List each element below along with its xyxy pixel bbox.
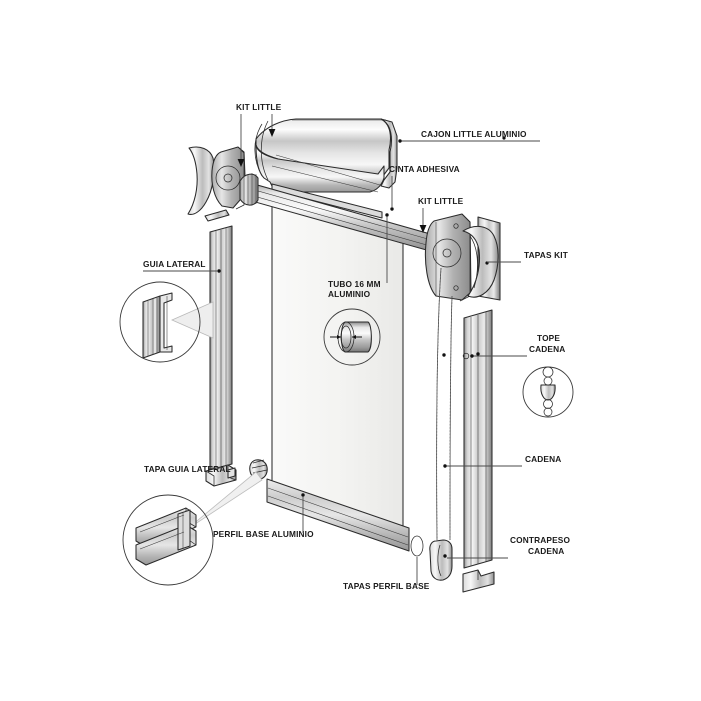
kit-little-right (424, 213, 472, 302)
tapas-kit (462, 216, 501, 301)
guia-lateral-text: GUIA LATERAL (143, 259, 206, 269)
label-cajon-little-aluminio: CAJON LITTLE ALUMINIO (398, 129, 540, 143)
label-contrapeso-cadena: CONTRAPESO CADENA (447, 535, 570, 559)
tapa-guia-lateral-right (462, 569, 495, 593)
label-perfil-base-aluminio: PERFIL BASE ALUMINIO (213, 497, 314, 539)
tope-cadena-line1: TOPE (537, 333, 560, 343)
label-tapas-perfil-base: TAPAS PERFIL BASE (343, 557, 430, 591)
label-cinta-adhesiva: CINTA ADHESIVA (389, 164, 460, 211)
cadena-text: CADENA (525, 454, 561, 464)
tope-cadena-line2: CADENA (529, 344, 565, 354)
tapa-guia-lateral (205, 464, 237, 487)
contrapeso-cadena-line2: CADENA (528, 546, 564, 556)
contrapeso-cadena-line1: CONTRAPESO (510, 535, 570, 545)
kit-little-left-wheel (239, 173, 259, 206)
label-tapa-guia-lateral: TAPA GUIA LATERAL (144, 464, 231, 474)
cinta-adhesiva (271, 183, 383, 219)
kit-little-top-text: KIT LITTLE (236, 102, 282, 112)
tapa-guia-lateral-text: TAPA GUIA LATERAL (144, 464, 231, 474)
tapas-perfil-base-text: TAPAS PERFIL BASE (343, 581, 430, 591)
label-tapas-kit: TAPAS KIT (487, 250, 568, 263)
perfil-base-aluminio (266, 478, 410, 552)
kit-little-right-text: KIT LITTLE (418, 196, 464, 206)
detail-tope-cadena (522, 366, 574, 418)
cajon-little-aluminio (254, 118, 506, 193)
label-guia-lateral: GUIA LATERAL (143, 259, 217, 272)
detail-tubo-16mm (323, 308, 381, 366)
cadena (436, 267, 453, 541)
label-tubo-16mm: TUBO 16 MM ALUMINIO (328, 213, 389, 299)
cinta-adhesiva-text: CINTA ADHESIVA (389, 164, 460, 174)
guia-lateral-right (463, 309, 493, 569)
detail-perfil-base (122, 471, 263, 586)
contrapeso-cadena (429, 539, 453, 581)
tubo-16mm-line1: TUBO 16 MM (328, 279, 381, 289)
perfil-base-aluminio-text: PERFIL BASE ALUMINIO (213, 529, 314, 539)
guia-lateral-top-piece (204, 209, 230, 222)
label-kit-little-right: KIT LITTLE (418, 196, 464, 233)
detail-guia-lateral (119, 281, 214, 363)
tubo-16mm-line2: ALUMINIO (328, 289, 371, 299)
label-cadena: CADENA (443, 454, 561, 468)
label-tope-cadena: TOPE CADENA (462, 333, 565, 360)
guia-lateral-left (209, 225, 233, 471)
label-kit-little-top: KIT LITTLE (236, 102, 282, 167)
tapas-kit-text: TAPAS KIT (524, 250, 568, 260)
kit-little-left (187, 146, 259, 215)
cajon-little-aluminio-text: CAJON LITTLE ALUMINIO (421, 129, 527, 139)
